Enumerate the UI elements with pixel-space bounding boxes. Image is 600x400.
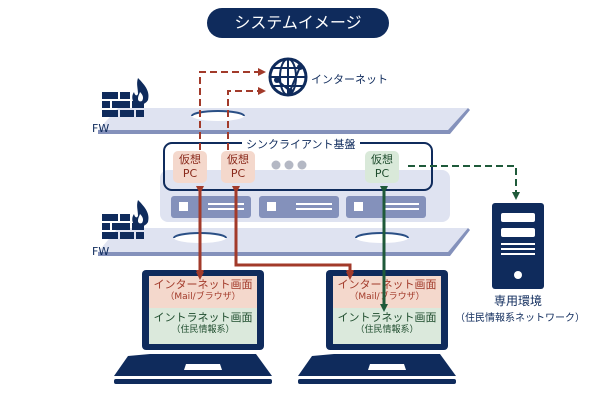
firewall-icon <box>102 78 149 117</box>
screen-subtitle: （住民情報系） <box>171 325 235 335</box>
firewall-label-lower: FW <box>92 245 110 258</box>
dedicated-env-label: 専用環境 <box>493 294 542 308</box>
thin-client-platform-label: シンクライアント基盤 <box>242 136 360 152</box>
firewall-label-upper: FW <box>92 122 110 135</box>
upper-firewall-plane <box>98 108 470 134</box>
laptop-2-internet-screen: インターネット画面 （Mail/ブラウザ） <box>333 276 441 308</box>
dedicated-env-sublabel: （住民情報系ネットワーク） <box>455 313 585 324</box>
virtual-pc-label: PC <box>230 167 246 180</box>
screen-subtitle: （住民情報系） <box>355 325 419 335</box>
screen-title: インターネット画面 <box>337 278 437 291</box>
virtual-pc-1: 仮想 PC <box>173 151 207 183</box>
laptop-1-internet-screen: インターネット画面 （Mail/ブラウザ） <box>149 276 257 308</box>
server-icon <box>492 203 544 289</box>
screen-title: イントラネット画面 <box>337 311 437 324</box>
virtual-pc-label: PC <box>374 167 390 180</box>
firewall-icon <box>102 200 149 239</box>
page-title: システムイメージ <box>207 8 389 38</box>
globe-icon <box>268 57 308 97</box>
virtual-pc-3: 仮想 PC <box>365 151 399 183</box>
virtual-pc-label: 仮想 <box>371 153 393 166</box>
screen-subtitle: （Mail/ブラウザ） <box>165 292 241 302</box>
screen-title: インターネット画面 <box>153 278 253 291</box>
ellipsis-dots <box>271 160 307 170</box>
internet-label: インターネット <box>311 73 388 86</box>
virtual-pc-label: PC <box>182 167 198 180</box>
lower-firewall-plane <box>98 228 470 256</box>
laptop-2-intranet-screen: イントラネット画面 （住民情報系） <box>333 308 441 344</box>
virtual-pc-label: 仮想 <box>179 153 201 166</box>
laptop-1-intranet-screen: イントラネット画面 （住民情報系） <box>149 308 257 344</box>
internet-dashed-paths <box>199 68 266 150</box>
intranet-dashed-path <box>408 165 520 200</box>
screen-title: イントラネット画面 <box>153 311 253 324</box>
virtual-pc-2: 仮想 PC <box>221 151 255 183</box>
screen-subtitle: （Mail/ブラウザ） <box>349 292 425 302</box>
server-blocks <box>171 196 426 218</box>
virtual-pc-label: 仮想 <box>227 153 249 166</box>
